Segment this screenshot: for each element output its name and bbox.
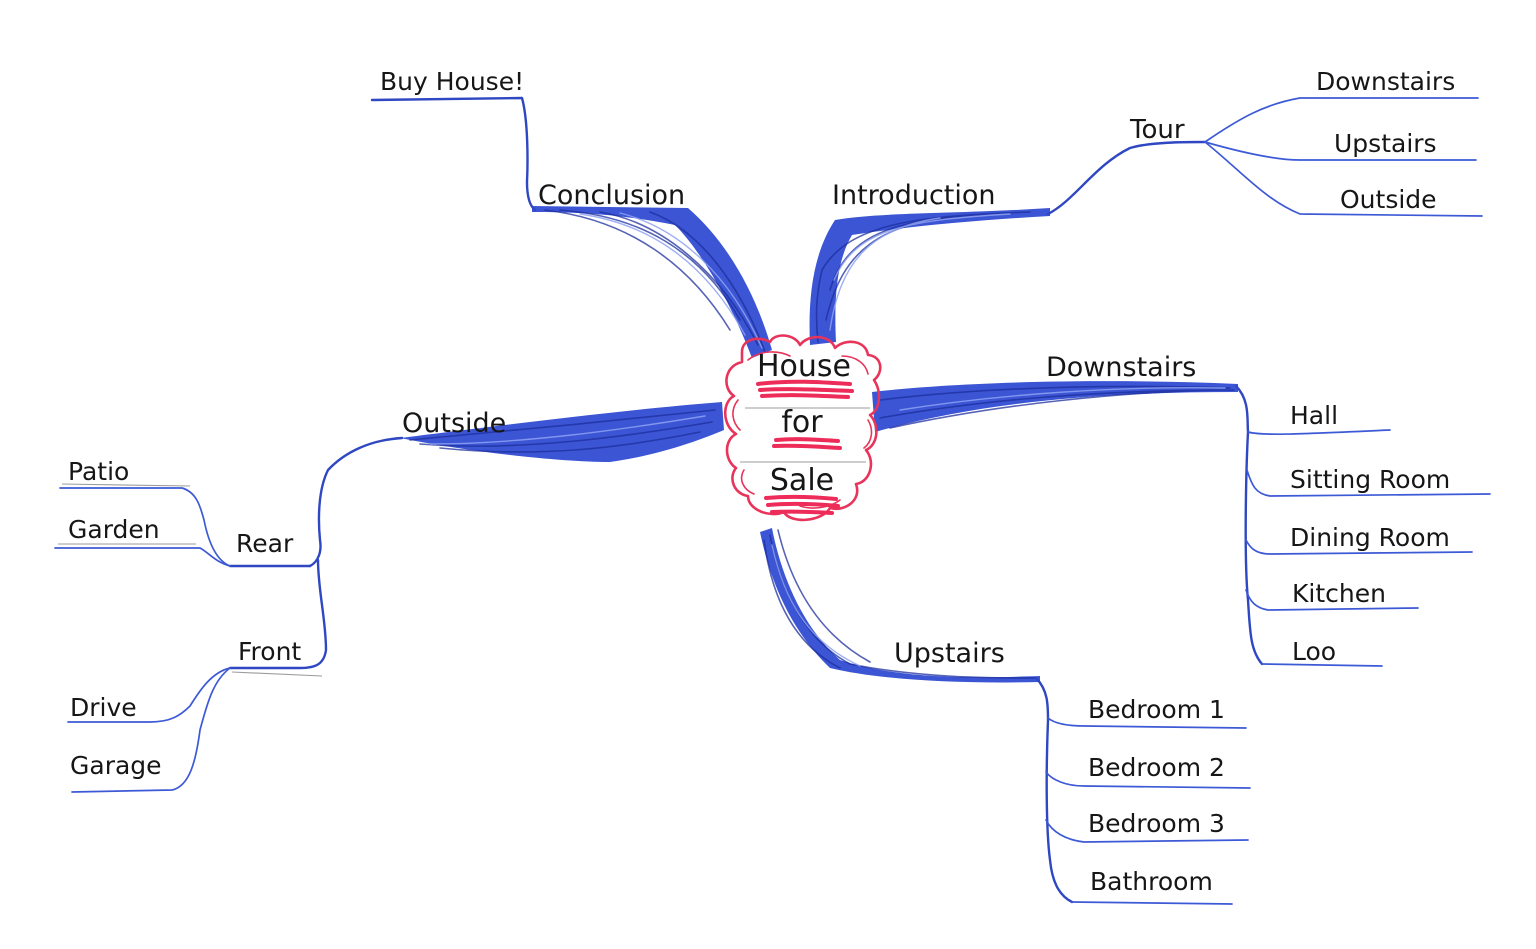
- main-branches: [400, 206, 1238, 683]
- line-bathroom: [1071, 901, 1233, 905]
- label-introduction: Introduction: [832, 180, 996, 211]
- label-tour-upstairs: Upstairs: [1334, 129, 1437, 158]
- label-upstairs: Upstairs: [894, 638, 1005, 669]
- label-bedroom-1: Bedroom 1: [1088, 695, 1225, 724]
- line-garage: [71, 667, 231, 793]
- trunk-hatch-downstairs: [879, 385, 1235, 429]
- label-tour: Tour: [1129, 115, 1185, 145]
- line-front-stem: [228, 558, 328, 670]
- label-buy-house: Buy House!: [380, 67, 524, 96]
- trunk-light-introduction: [829, 213, 1011, 331]
- central-topic-line-2: for: [781, 405, 823, 440]
- line-sitting-room: [1246, 469, 1491, 497]
- line-bedroom-3: [1045, 819, 1249, 843]
- central-topic-cloud-inner: [732, 351, 873, 509]
- line-loo: [1261, 663, 1383, 667]
- label-patio: Patio: [68, 457, 129, 486]
- pencil-patio: [61, 483, 191, 487]
- central-scribble-1: [756, 379, 854, 399]
- label-garden: Garden: [68, 515, 160, 544]
- branch-conclusion-trunk: [532, 206, 772, 358]
- label-kitchen: Kitchen: [1292, 579, 1386, 608]
- label-tour-outside: Outside: [1340, 185, 1437, 214]
- label-hall: Hall: [1290, 401, 1338, 430]
- branch-labels: Conclusion Buy House! Introduction Tour …: [68, 67, 1455, 896]
- label-garage: Garage: [70, 751, 162, 780]
- line-outside-stem: [308, 436, 404, 568]
- line-garden: [54, 547, 231, 567]
- trunk-light-upstairs: [771, 544, 861, 667]
- label-bathroom: Bathroom: [1090, 867, 1213, 896]
- line-tour-downstairs: [1204, 97, 1479, 143]
- line-upstairs-stem: [1034, 676, 1074, 904]
- central-topic: House for Sale: [723, 334, 882, 522]
- line-tour-upstairs: [1204, 141, 1477, 161]
- label-outside: Outside: [402, 408, 506, 439]
- central-topic-line-1: House: [757, 349, 851, 384]
- branch-introduction-trunk: [809, 208, 1050, 345]
- label-front: Front: [238, 637, 301, 666]
- trunk-light-outside: [429, 415, 706, 445]
- central-topic-cloud: [723, 334, 882, 522]
- line-bedroom-2: [1045, 771, 1251, 789]
- central-topic-line-3: Sale: [770, 463, 834, 498]
- label-conclusion: Conclusion: [538, 180, 685, 211]
- label-sitting-room: Sitting Room: [1290, 465, 1450, 494]
- trunk-light-downstairs: [899, 386, 1226, 411]
- trunk-hatch-conclusion: [544, 209, 766, 353]
- central-scribble-2: [772, 437, 842, 450]
- line-tour: [1046, 140, 1207, 216]
- label-tour-downstairs: Downstairs: [1316, 67, 1455, 96]
- label-rear: Rear: [236, 529, 294, 558]
- label-loo: Loo: [1292, 637, 1336, 666]
- label-downstairs: Downstairs: [1046, 352, 1196, 383]
- central-scribble-3: [764, 494, 840, 515]
- line-hall: [1247, 429, 1391, 436]
- label-dining-room: Dining Room: [1290, 523, 1450, 552]
- line-buy-house: [370, 96, 537, 212]
- pencil-front: [231, 671, 323, 677]
- sub-branches: [54, 96, 1491, 905]
- branch-downstairs-trunk: [872, 381, 1238, 432]
- line-downstairs-stem: [1234, 384, 1264, 666]
- line-drive: [67, 667, 231, 723]
- label-bedroom-3: Bedroom 3: [1088, 809, 1225, 838]
- line-dining-room: [1245, 539, 1473, 555]
- line-tour-outside: [1204, 141, 1483, 217]
- line-kitchen: [1245, 589, 1419, 611]
- label-drive: Drive: [70, 693, 137, 722]
- trunk-hatch-outside: [409, 409, 716, 453]
- line-patio: [59, 487, 231, 567]
- trunk-light-conclusion: [579, 212, 763, 349]
- line-bedroom-1: [1047, 717, 1247, 729]
- label-bedroom-2: Bedroom 2: [1088, 753, 1225, 782]
